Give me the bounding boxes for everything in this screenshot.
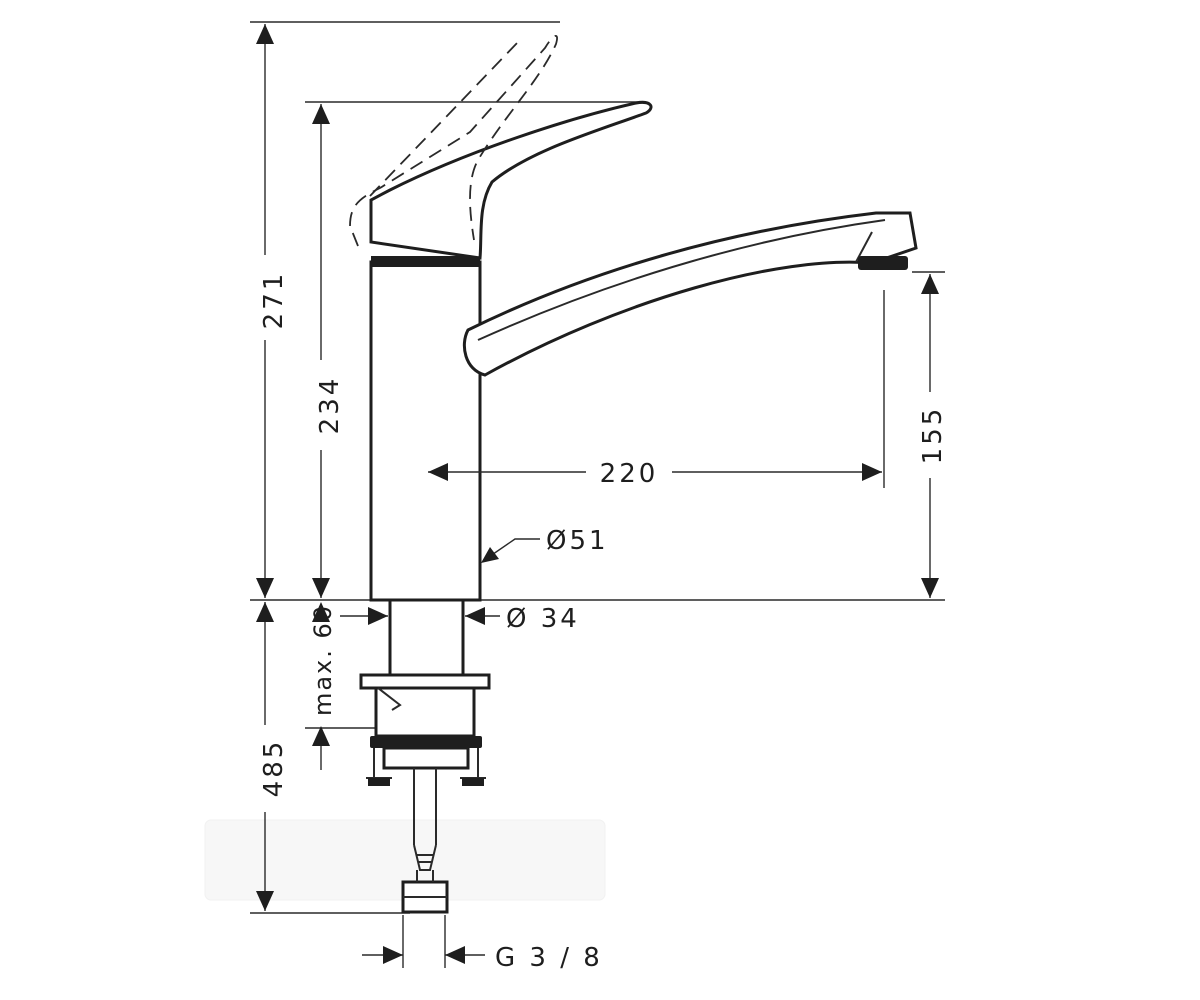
lever-handle <box>369 100 653 260</box>
dimension-hose-length: 485 <box>256 602 289 911</box>
dimension-max-deck-thickness: max. 60 <box>309 602 337 770</box>
dimension-label-max-60: max. 60 <box>309 604 337 716</box>
faucet-body <box>369 256 482 602</box>
dimension-label-234: 234 <box>315 376 345 435</box>
dimension-spout-clearance: 155 <box>918 274 948 598</box>
dimension-total-height: 271 <box>256 24 289 598</box>
dimension-shank-diameter: Ø 34 <box>340 604 580 634</box>
dimension-lever-height: 234 <box>312 104 345 598</box>
dimension-label-shank-diameter: Ø 34 <box>506 604 580 634</box>
dimension-body-diameter: Ø51 <box>481 526 609 563</box>
dimension-label-220: 220 <box>600 459 659 489</box>
dimension-label-485: 485 <box>259 739 289 798</box>
dimension-label-155: 155 <box>918 406 948 465</box>
dimension-spout-reach: 220 <box>428 459 882 489</box>
lever-handle-raised-outline <box>349 35 558 247</box>
dimension-label-thread: G 3 / 8 <box>495 943 603 973</box>
dimension-label-body-diameter: Ø51 <box>546 526 609 556</box>
dimension-label-271: 271 <box>259 271 289 330</box>
shank <box>359 598 491 914</box>
spout <box>462 211 918 377</box>
dimension-connection-thread: G 3 / 8 <box>362 943 603 973</box>
